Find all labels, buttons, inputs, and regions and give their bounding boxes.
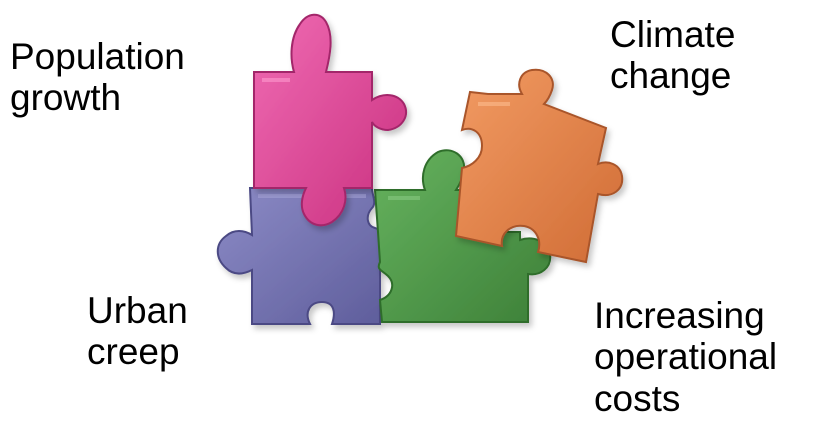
increasing-operational-costs-label: Increasing operational costs (594, 295, 778, 419)
puzzle-piece-icon (454, 68, 624, 264)
climate-change-piece (454, 68, 624, 264)
population-growth-label: Population growth (10, 36, 185, 119)
population-growth-piece (253, 13, 407, 227)
puzzle-piece-icon (253, 13, 407, 227)
climate-change-label: Climate change (610, 14, 736, 97)
puzzle-piece-icon (216, 187, 381, 325)
urban-creep-piece (216, 187, 381, 325)
urban-creep-label: Urban creep (87, 290, 188, 373)
